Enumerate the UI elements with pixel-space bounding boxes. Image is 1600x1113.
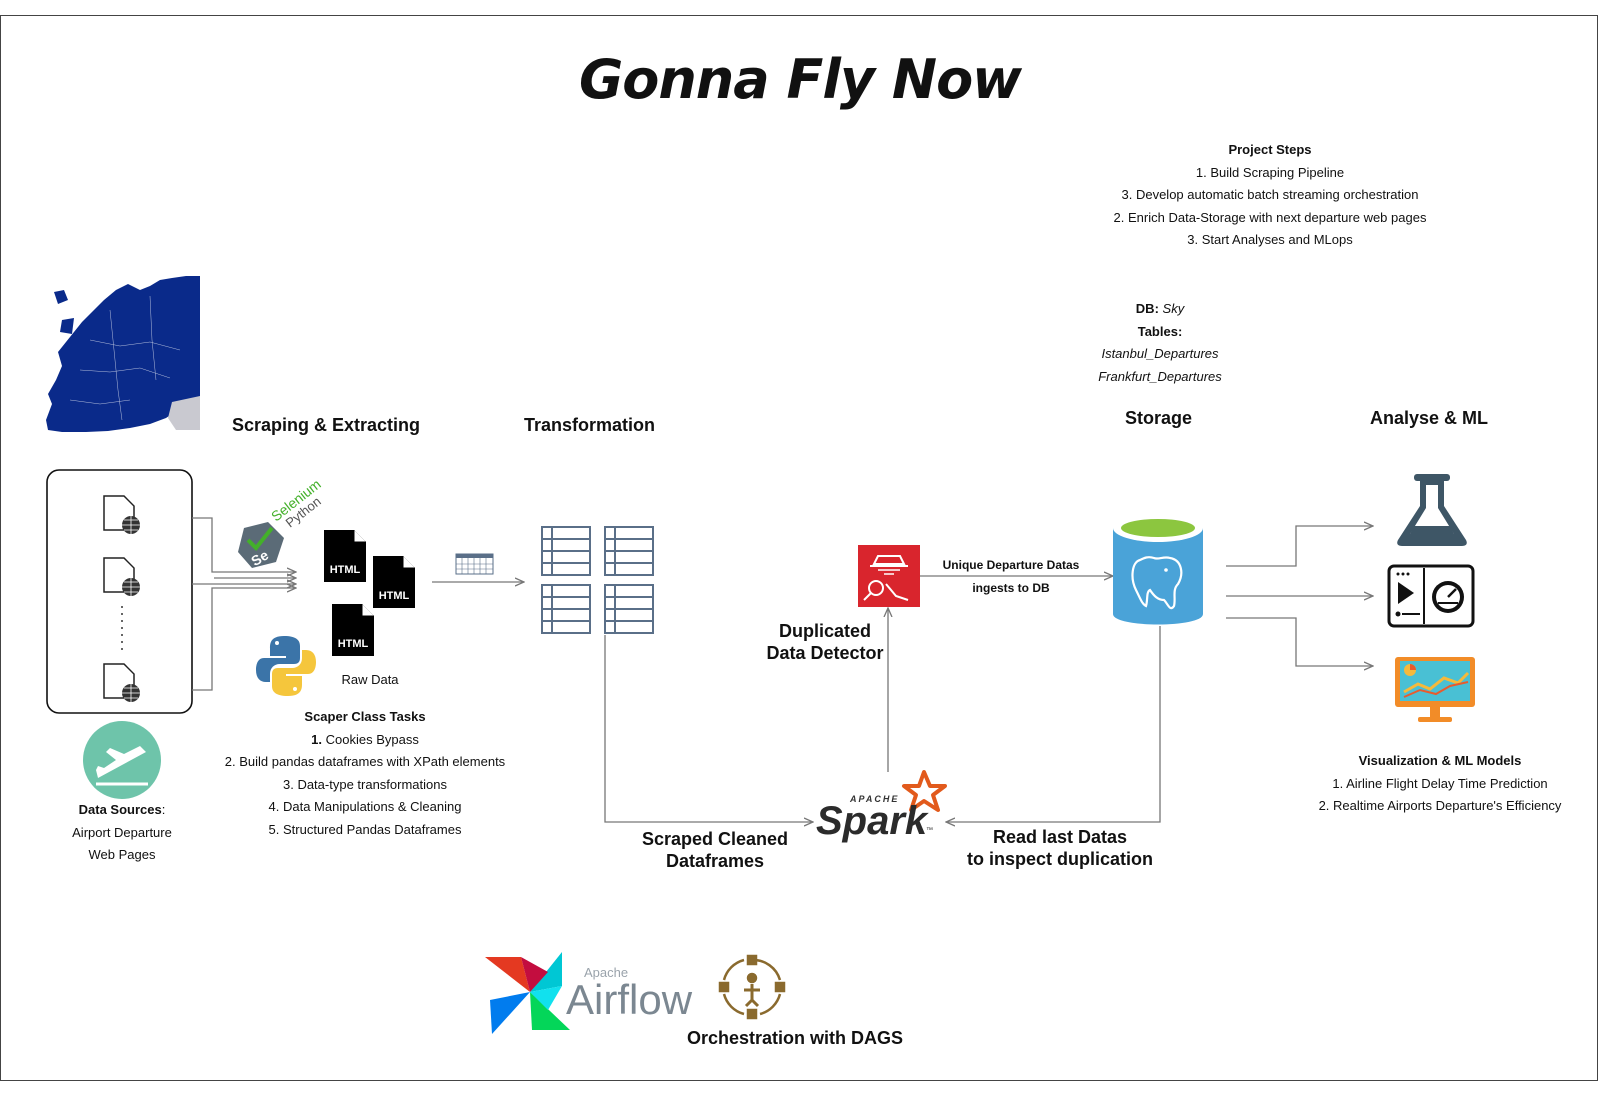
table-grid-icon bbox=[541, 584, 591, 634]
scraper-task: 5. Structured Pandas Dataframes bbox=[268, 821, 462, 837]
table-name: Istanbul_Departures bbox=[1101, 346, 1219, 361]
read-label-line: to inspect duplication bbox=[966, 849, 1153, 869]
table-name: Frankfurt_Departures bbox=[1098, 368, 1222, 384]
project-step: 1. Build Scraping Pipeline bbox=[1195, 164, 1345, 180]
detector-label-line: Data Detector bbox=[766, 643, 884, 663]
ml-arrows bbox=[1226, 526, 1373, 666]
dataframe-icon bbox=[455, 553, 494, 575]
dashboard-icon bbox=[1387, 564, 1475, 628]
table-grid-icon bbox=[604, 584, 654, 634]
db-name: Sky bbox=[1162, 301, 1185, 316]
ingest-label: Unique Departure Datas ingests to DB bbox=[930, 554, 1092, 600]
detector-label-line: Duplicated bbox=[778, 621, 871, 641]
stage-scraping-heading: Scraping & Extracting bbox=[232, 415, 421, 435]
db-label: DB: bbox=[1135, 301, 1159, 316]
stage-transformation-heading: Transformation bbox=[524, 415, 656, 435]
scraped-label-line: Dataframes bbox=[665, 851, 765, 871]
orchestration-label: Orchestration with DAGS bbox=[687, 1028, 904, 1048]
scraper-task-text: Cookies Bypass bbox=[325, 731, 419, 747]
html-file-icon: HTML bbox=[324, 530, 366, 582]
ingest-label-line: ingests to DB bbox=[972, 581, 1050, 595]
airflow-pinwheel-icon bbox=[485, 952, 570, 1034]
scraped-label: Scraped Cleaned Dataframes bbox=[610, 828, 820, 872]
selenium-se-text: Se bbox=[248, 547, 271, 570]
data-sources-heading: Data Sources bbox=[78, 802, 162, 817]
scraper-task: 3. Data-type transformations bbox=[282, 776, 448, 792]
read-label: Read last Datas to inspect duplication bbox=[930, 826, 1190, 870]
flow-arrows bbox=[604, 576, 1161, 822]
data-sources-line: Web Pages bbox=[88, 847, 156, 862]
html-file-label: HTML bbox=[379, 590, 410, 602]
ml-model-item: 2. Realtime Airports Departure's Efficie… bbox=[1318, 798, 1562, 813]
scraper-task-number: 1. bbox=[311, 731, 322, 747]
html-file-label: HTML bbox=[338, 638, 369, 650]
spark-name-text: Spark bbox=[816, 799, 929, 843]
web-page-icon bbox=[103, 557, 140, 596]
db-info: DB: Sky Tables: Istanbul_Departures Fran… bbox=[1060, 298, 1260, 388]
stage-analyse-heading: Analyse & ML bbox=[1370, 408, 1489, 428]
project-steps-heading: Project Steps bbox=[1228, 142, 1312, 157]
html-file-icon: HTML bbox=[373, 556, 415, 608]
airplane-badge-icon bbox=[83, 721, 161, 799]
project-step: 3. Develop automatic batch streaming orc… bbox=[1121, 187, 1419, 202]
scraper-tasks-heading: Scaper Class Tasks bbox=[304, 709, 426, 724]
monitor-chart-icon bbox=[1395, 657, 1475, 722]
ingest-label-line: Unique Departure Datas bbox=[942, 558, 1080, 572]
table-grid-icon bbox=[541, 526, 591, 576]
diagram-title: Gonna Fly Now bbox=[578, 48, 1022, 111]
html-file-label: HTML bbox=[330, 564, 361, 576]
tables-label: Tables: bbox=[1137, 323, 1183, 339]
scraper-task: 2. Build pandas dataframes with XPath el… bbox=[224, 754, 506, 769]
diagram-frame bbox=[0, 15, 1598, 1081]
sources-arrows bbox=[192, 517, 296, 691]
scraper-tasks: Scaper Class Tasks 1. Cookies Bypass 2. … bbox=[205, 706, 525, 841]
ml-models: Visualization & ML Models 1. Airline Fli… bbox=[1290, 750, 1590, 818]
data-sources-colon: : bbox=[161, 802, 166, 817]
stage-storage-heading: Storage bbox=[1125, 408, 1193, 428]
read-label-line: Read last Datas bbox=[992, 827, 1128, 847]
ml-models-heading: Visualization & ML Models bbox=[1358, 753, 1522, 768]
web-page-icon bbox=[103, 663, 140, 702]
scraper-task: 4. Data Manipulations & Cleaning bbox=[268, 799, 462, 814]
airflow-name-text: Airflow bbox=[566, 976, 693, 1023]
flask-icon bbox=[1397, 474, 1467, 546]
detector-label: Duplicated Data Detector bbox=[745, 620, 905, 664]
project-step: 2. Enrich Data-Storage with next departu… bbox=[1113, 209, 1427, 225]
web-page-icon bbox=[103, 495, 140, 534]
project-step: 3. Start Analyses and MLops bbox=[1187, 232, 1353, 247]
selenium-icon: Se bbox=[238, 522, 284, 569]
postgres-database-icon bbox=[1113, 514, 1203, 625]
scraped-label-line: Scraped Cleaned bbox=[641, 829, 789, 849]
spark-apache-text: APACHE bbox=[849, 794, 899, 804]
europe-map bbox=[46, 276, 200, 432]
transformation-tables-icon bbox=[541, 526, 654, 634]
data-sources-label: Data Sources: Airport Departure Web Page… bbox=[52, 799, 192, 867]
table-grid-icon bbox=[604, 526, 654, 576]
spark-logo-icon: APACHE Spark ™ bbox=[816, 770, 947, 843]
project-steps: Project Steps 1. Build Scraping Pipeline… bbox=[1070, 139, 1470, 252]
html-file-icon: HTML bbox=[332, 604, 374, 656]
orchestration-cycle-icon bbox=[718, 954, 786, 1020]
data-sources-box bbox=[46, 469, 193, 714]
airflow-apache-text: Apache bbox=[584, 965, 628, 980]
data-sources-line: Airport Departure bbox=[72, 824, 172, 840]
spark-tm: ™ bbox=[926, 827, 933, 834]
python-logo-icon bbox=[256, 636, 316, 696]
ml-model-item: 1. Airline Flight Delay Time Prediction bbox=[1332, 775, 1548, 791]
spy-detector-icon bbox=[858, 545, 920, 607]
raw-data-label: Raw Data bbox=[341, 672, 399, 687]
